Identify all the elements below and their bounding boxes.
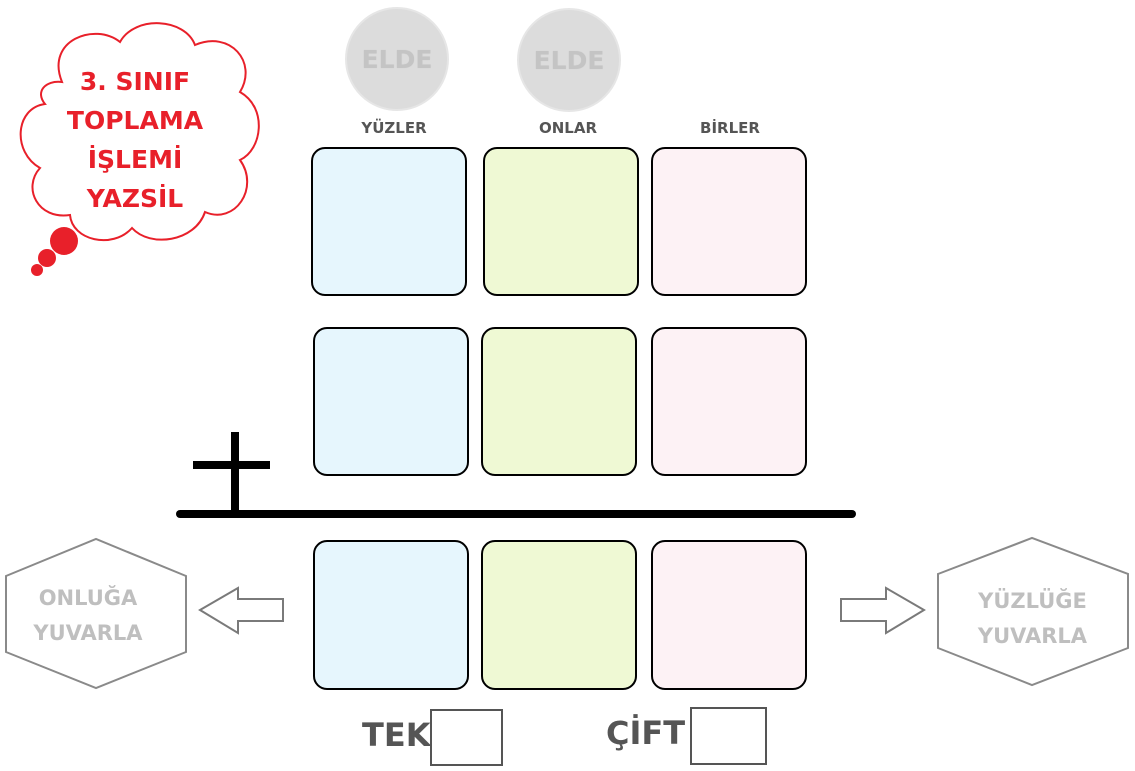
round-tens-line: ONLUĞA <box>38 586 138 610</box>
round-hundreds-line: YÜZLÜĞE <box>978 589 1087 613</box>
carry-circle-tens[interactable]: ELDE <box>517 8 621 112</box>
thought-cloud <box>19 22 260 276</box>
addend2-tens-box[interactable] <box>481 327 637 476</box>
addend2-hundreds-box[interactable] <box>313 327 469 476</box>
plus-and-sum-line <box>176 432 856 518</box>
addend1-hundreds-box[interactable] <box>311 147 467 296</box>
column-label-ones: BİRLER <box>700 119 760 137</box>
addend1-ones-box[interactable] <box>651 147 807 296</box>
cloud-title: 3. SINIF TOPLAMA İŞLEMİ YAZSİL <box>40 62 230 218</box>
column-label-hundreds: YÜZLER <box>361 119 427 137</box>
carry-label: ELDE <box>361 44 433 74</box>
odd-label: TEK <box>362 716 431 754</box>
even-answer-box[interactable] <box>690 707 767 765</box>
odd-answer-box[interactable] <box>430 709 503 766</box>
arrow-left-icon <box>198 586 284 635</box>
round-tens-button[interactable] <box>3 537 189 691</box>
cloud-line: 3. SINIF <box>79 67 191 96</box>
sum-hundreds-box[interactable] <box>313 540 469 690</box>
column-label-tens: ONLAR <box>538 119 598 137</box>
carry-label: ELDE <box>533 45 605 75</box>
round-hundreds-button[interactable] <box>935 536 1131 688</box>
addend2-ones-box[interactable] <box>651 327 807 476</box>
cloud-line: YAZSİL <box>86 184 184 213</box>
addend1-tens-box[interactable] <box>483 147 639 296</box>
carry-circle-hundreds[interactable]: ELDE <box>345 7 449 111</box>
round-tens-line: YUVARLA <box>33 621 143 645</box>
cloud-line: TOPLAMA <box>66 106 204 135</box>
round-hundreds-line: YUVARLA <box>977 624 1088 648</box>
sum-ones-box[interactable] <box>651 540 807 690</box>
round-tens-label: ONLUĞA YUVARLA <box>8 581 168 651</box>
sum-tens-box[interactable] <box>481 540 637 690</box>
even-label: ÇİFT <box>606 714 686 752</box>
round-hundreds-label: YÜZLÜĞE YUVARLA <box>950 584 1115 654</box>
arrow-right-icon <box>840 586 926 635</box>
cloud-line: İŞLEMİ <box>87 145 183 174</box>
